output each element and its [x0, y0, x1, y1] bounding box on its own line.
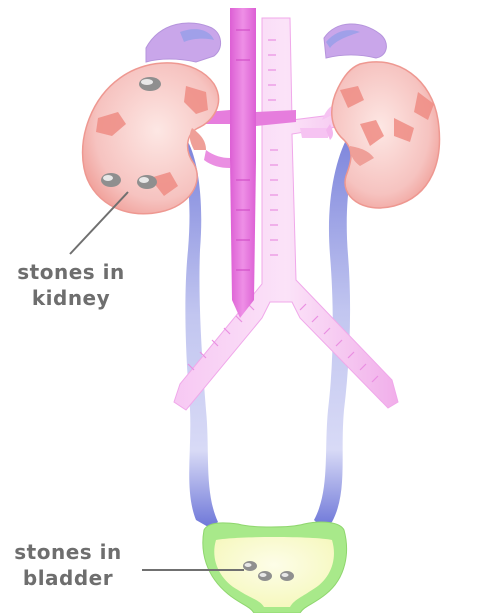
kidney-label-line2: kidney — [8, 285, 134, 311]
bladder-label-line2: bladder — [4, 565, 132, 591]
left-adrenal-gland — [146, 23, 221, 62]
bladder — [203, 522, 347, 613]
bladder-stone-highlight — [245, 563, 252, 567]
right-kidney — [332, 62, 440, 208]
bladder-label-line1: stones in — [4, 539, 132, 565]
kidney-label-line1: stones in — [8, 259, 134, 285]
kidney-stone-highlight — [141, 79, 153, 85]
bladder-stone-highlight — [260, 573, 267, 577]
kidney-stones-label: stones in kidney — [8, 259, 134, 311]
bladder-stones-label: stones in bladder — [4, 539, 132, 591]
kidney-stone-highlight — [103, 175, 113, 181]
bladder-stone-highlight — [282, 573, 289, 577]
kidney-stone-highlight — [139, 177, 149, 183]
kidney-pointer-line — [70, 192, 128, 254]
